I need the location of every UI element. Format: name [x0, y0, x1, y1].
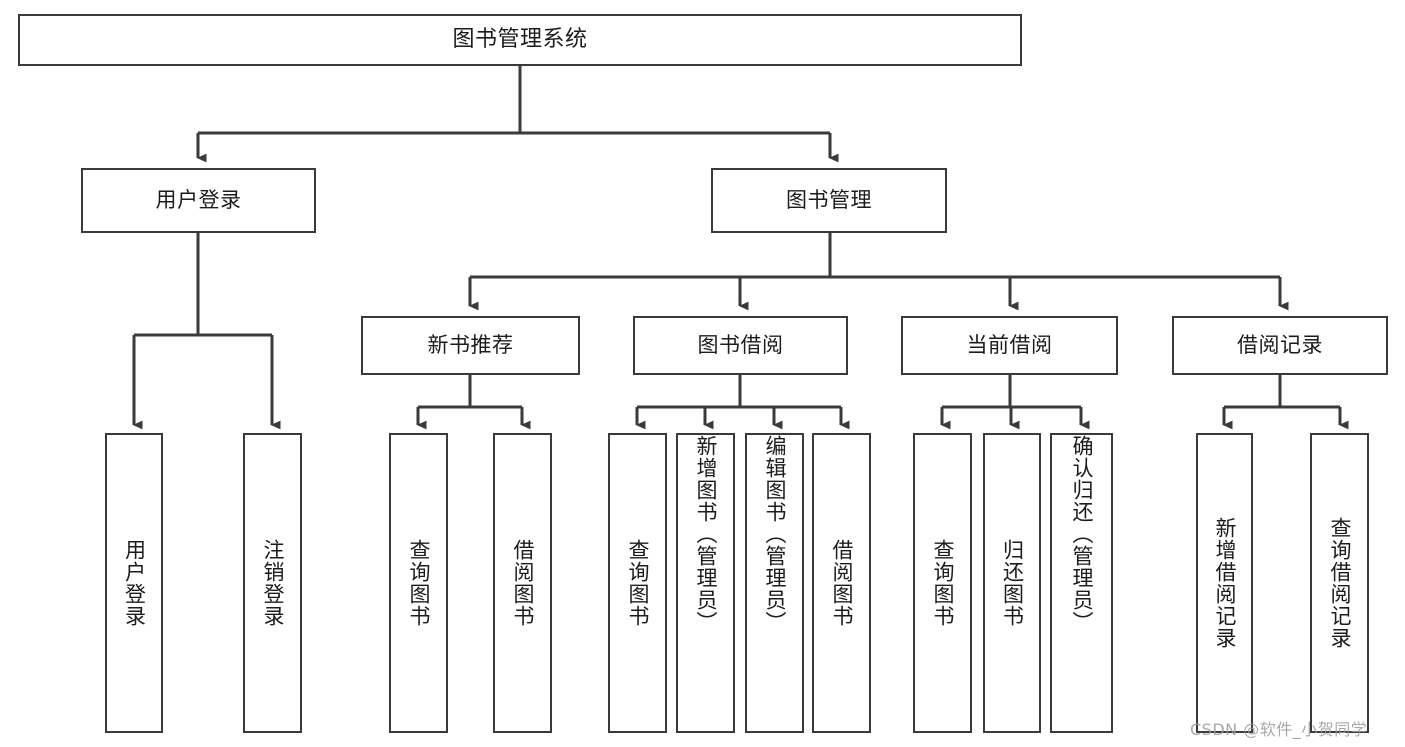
- node-label: 借阅记录: [1237, 333, 1323, 358]
- leaf-query-book-current[interactable]: 查询图书: [913, 433, 972, 733]
- leaf-edit-book-admin[interactable]: 编辑图书（管理员）: [745, 433, 804, 733]
- node-root-book-management-system[interactable]: 图书管理系统: [18, 14, 1022, 66]
- leaf-add-borrow-record[interactable]: 新增借阅记录: [1196, 433, 1253, 733]
- watermark-text: CSDN @软件_小贺同学: [1190, 720, 1368, 739]
- node-label: 用户登录: [155, 188, 242, 213]
- node-label: 新书推荐: [427, 333, 514, 358]
- leaf-query-book-borrow[interactable]: 查询图书: [608, 433, 667, 733]
- node-label: 用户登录: [122, 539, 147, 627]
- node-label: 新增图书（管理员）: [693, 435, 718, 633]
- node-label: 图书管理: [786, 188, 872, 213]
- node-label: 归还图书: [1000, 539, 1025, 627]
- node-label: 确认归还（管理员）: [1069, 435, 1094, 633]
- node-current-borrow[interactable]: 当前借阅: [901, 316, 1118, 375]
- node-label: 注销登录: [260, 539, 285, 627]
- node-label: 查询借阅记录: [1327, 517, 1352, 649]
- leaf-query-book-recommend[interactable]: 查询图书: [389, 433, 448, 733]
- node-label: 图书管理系统: [452, 27, 588, 53]
- leaf-add-book-admin[interactable]: 新增图书（管理员）: [676, 433, 735, 733]
- node-label: 新增借阅记录: [1212, 517, 1237, 649]
- leaf-query-borrow-record[interactable]: 查询借阅记录: [1310, 433, 1369, 733]
- leaf-confirm-return-admin[interactable]: 确认归还（管理员）: [1050, 433, 1113, 733]
- node-user-login[interactable]: 用户登录: [81, 168, 316, 233]
- leaf-borrow-book[interactable]: 借阅图书: [812, 433, 871, 733]
- node-book-management[interactable]: 图书管理: [711, 168, 947, 233]
- node-label: 当前借阅: [966, 333, 1053, 358]
- node-book-borrow[interactable]: 图书借阅: [633, 316, 848, 375]
- node-label: 查询图书: [406, 539, 431, 627]
- node-label: 借阅图书: [510, 539, 535, 627]
- leaf-logout[interactable]: 注销登录: [243, 433, 302, 733]
- node-label: 查询图书: [930, 539, 955, 627]
- leaf-return-book[interactable]: 归还图书: [983, 433, 1041, 733]
- node-label: 图书借阅: [697, 333, 784, 358]
- node-label: 编辑图书（管理员）: [762, 435, 787, 633]
- leaf-user-login[interactable]: 用户登录: [105, 433, 163, 733]
- node-new-book-recommend[interactable]: 新书推荐: [361, 316, 580, 375]
- leaf-borrow-book-recommend[interactable]: 借阅图书: [493, 433, 552, 733]
- node-label: 借阅图书: [829, 539, 854, 627]
- node-borrow-record[interactable]: 借阅记录: [1172, 316, 1388, 375]
- node-label: 查询图书: [625, 539, 650, 627]
